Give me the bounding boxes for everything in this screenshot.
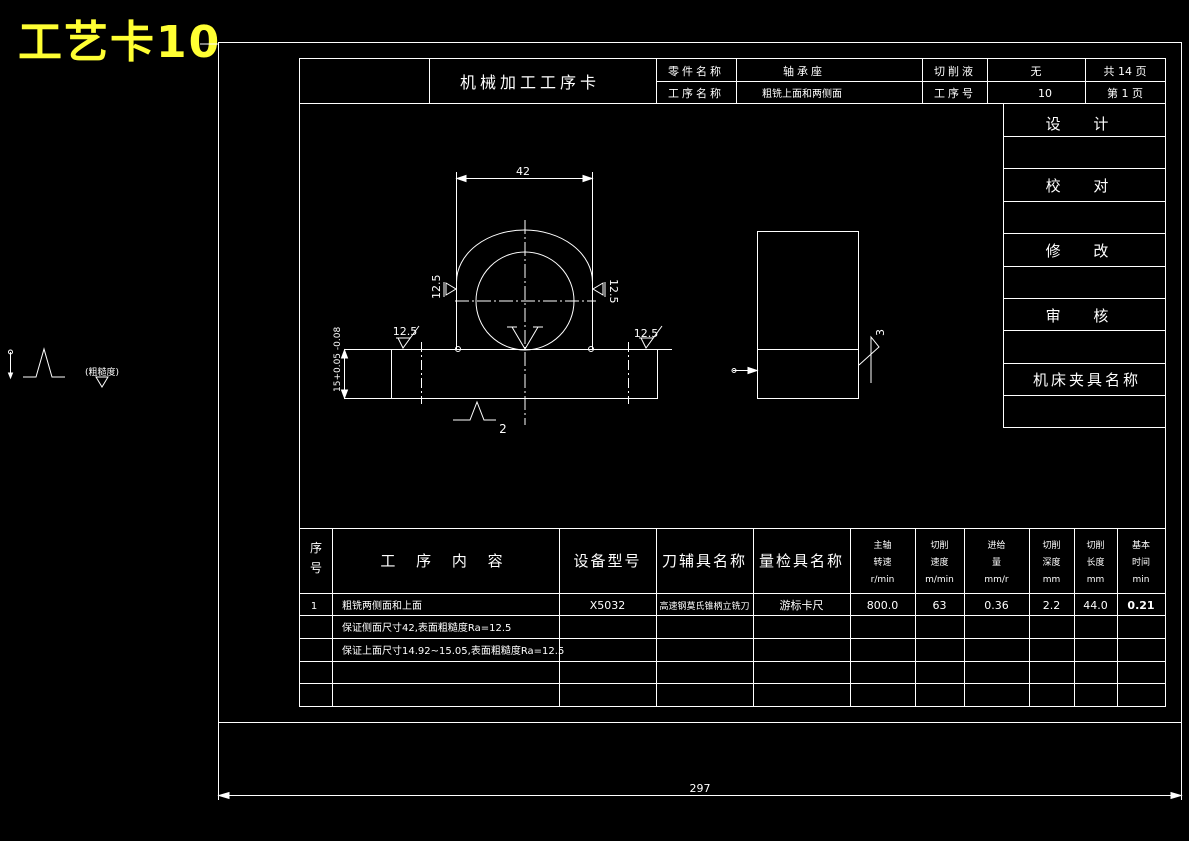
table-header-cell: 序号: [310, 540, 322, 575]
bottom-dimension-value: 297: [690, 782, 711, 795]
locator-side-label: 3: [874, 329, 887, 336]
dim-height: 15+0.05 -0.08: [333, 327, 343, 392]
locator-bottom-label: 2: [499, 422, 507, 436]
table-cell: 游标卡尺: [780, 598, 824, 612]
table-cell: 0.21: [1127, 599, 1154, 612]
table-cell: 44.0: [1083, 599, 1108, 612]
table-cell: 高速钢莫氏锥柄立铣刀: [659, 600, 749, 612]
cutting-fluid-value: 无: [1031, 65, 1042, 78]
rough-right-top: 12.5: [634, 327, 659, 340]
sidebar-label-review: 审 核: [1046, 307, 1123, 325]
page-number: 第 1 页: [1107, 86, 1143, 100]
process-no-value: 10: [1038, 87, 1052, 100]
legend-symbols: [7, 347, 109, 388]
dim-width: 42: [516, 165, 530, 178]
table-cell-content: 粗铣两侧面和上面: [342, 599, 422, 612]
rough-right-arc: 12.5: [607, 279, 620, 304]
sidebar-label-design: 设 计: [1046, 115, 1123, 133]
total-pages: 共 14 页: [1104, 65, 1147, 78]
process-name-value: 粗铣上面和两侧面: [762, 87, 842, 100]
legend-rough-note: (粗糙度): [85, 366, 119, 378]
process-name-label: 工序名称: [668, 86, 724, 100]
table-cell: 2.2: [1043, 599, 1061, 612]
table-header-cell: 工 序 内 容: [380, 552, 510, 570]
card-title: 机械加工工序卡: [460, 73, 600, 92]
table-cell: 1: [311, 601, 317, 612]
card-number-title: 工艺卡10: [18, 17, 222, 68]
process-no-label: 工序号: [934, 86, 976, 100]
table-cell: 0.36: [984, 599, 1009, 612]
rough-left-top: 12.5: [393, 325, 418, 338]
cutting-fluid-label: 切削液: [934, 64, 976, 78]
table-cell-content: 保证上面尺寸14.92~15.05,表面粗糙度Ra=12.5: [342, 644, 564, 657]
card-frame: [299, 58, 1166, 707]
table-header-cell: 设备型号: [573, 552, 641, 570]
table-body: 1 粗铣两侧面和上面 X5032 高速钢莫氏锥柄立铣刀 游标卡尺 800.0 63 0.36 2…: [311, 598, 1155, 657]
side-view: [731, 231, 880, 399]
sidebar-label-revise: 修 改: [1046, 242, 1123, 260]
table-cell: 800.0: [867, 599, 899, 612]
table-cell-content: 保证侧面尺寸42,表面粗糙度Ra=12.5: [342, 621, 511, 634]
table-cell: 63: [933, 599, 947, 612]
rough-left-arc: 12.5: [430, 275, 443, 300]
sidebar-label-check: 校 对: [1046, 177, 1123, 195]
table-header-cell: 量检具名称: [759, 552, 844, 570]
front-view: [340, 172, 672, 425]
outer-frame: [218, 42, 1182, 723]
table-cell: X5032: [590, 599, 626, 612]
sidebar-label-fixture: 机床夹具名称: [1033, 371, 1141, 389]
part-name-value: 轴承座: [783, 64, 825, 78]
table-header-cell: 刀辅具名称: [662, 552, 747, 570]
part-name-label: 零件名称: [668, 64, 724, 78]
